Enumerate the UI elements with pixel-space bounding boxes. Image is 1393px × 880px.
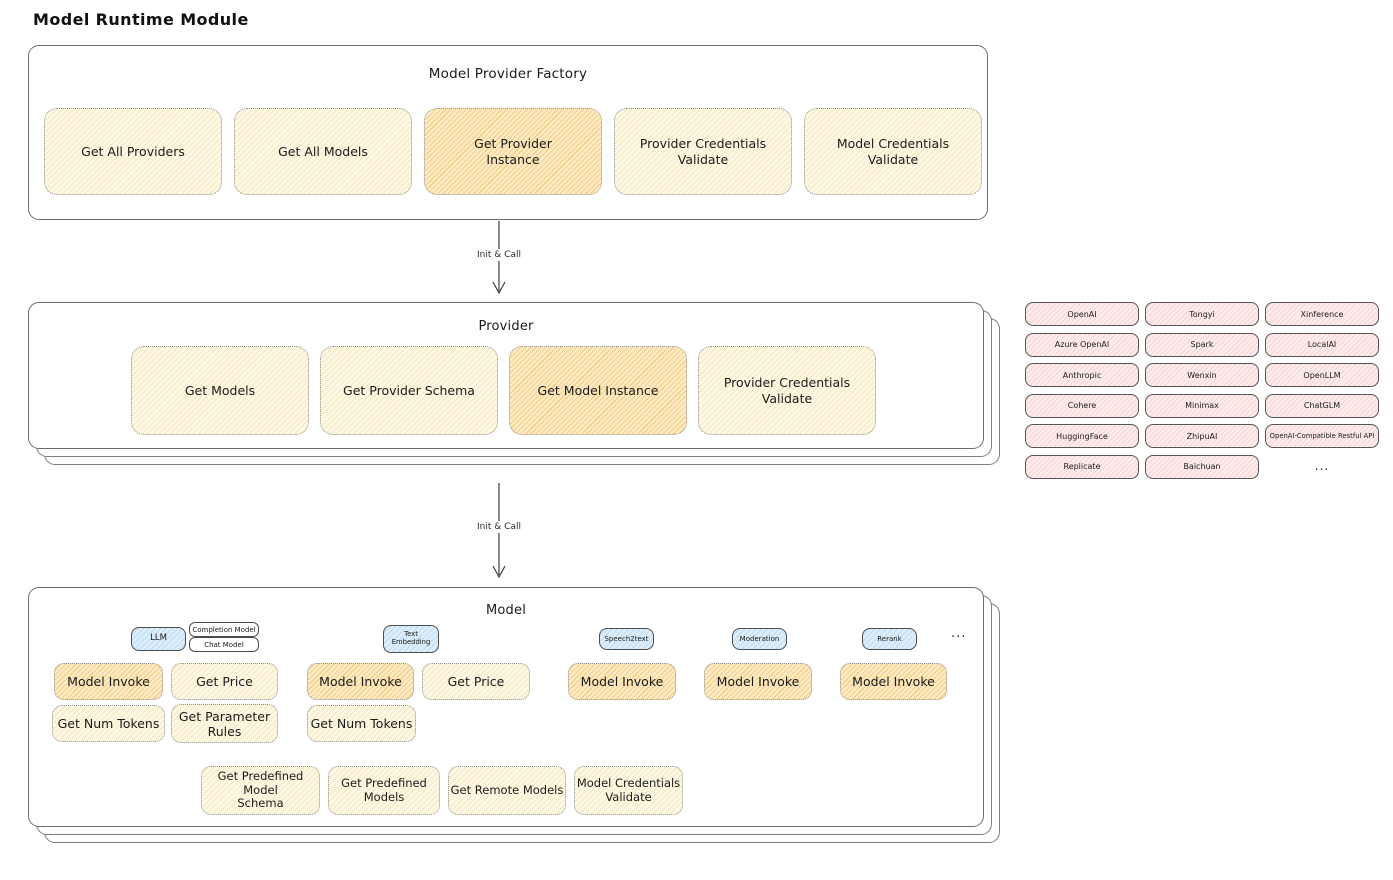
node-embedding-model-invoke: Model Invoke xyxy=(307,663,414,700)
provider-cards-row: Get Models Get Provider Schema Get Model… xyxy=(131,346,876,435)
model-provider-factory-box: Model Provider Factory Get All Providers… xyxy=(28,45,988,220)
provider-pill-openai-compatible: OpenAI-Compatible Restful API xyxy=(1265,424,1379,448)
node-label: Get Provider Schema xyxy=(343,382,475,398)
provider-pill-wenxin: Wenxin xyxy=(1145,363,1259,387)
provider-pill-localai: LocalAI xyxy=(1265,332,1379,357)
tag-llm: LLM xyxy=(131,627,186,651)
node-get-all-providers: Get All Providers xyxy=(44,108,222,195)
page-title: Model Runtime Module xyxy=(33,10,249,29)
arrow-provider-to-model xyxy=(492,483,506,579)
provider-pill-spark: Spark xyxy=(1145,332,1259,357)
arrow1-label: Init & Call xyxy=(453,249,545,261)
node-provider-credentials-validate: Provider Credentials Validate xyxy=(614,108,792,195)
node-get-provider-schema: Get Provider Schema xyxy=(320,346,498,435)
arrow2-label: Init & Call xyxy=(453,521,545,533)
node-label: Get All Models xyxy=(278,143,368,159)
node-model-credentials-validate: Model Credentials Validate xyxy=(804,108,982,195)
provider-pill-minimax: Minimax xyxy=(1145,393,1259,418)
node-llm-model-invoke: Model Invoke xyxy=(54,663,163,700)
tag-rerank: Rerank xyxy=(862,628,917,650)
tag-completion-model: Completion Model xyxy=(189,622,259,637)
tag-speech2text: Speech2text xyxy=(599,628,654,650)
tag-chat-model: Chat Model xyxy=(189,637,259,652)
node-get-predefined-model-schema: Get Predefined Model Schema xyxy=(201,766,320,815)
node-label: Get Models xyxy=(184,382,256,398)
node-llm-get-parameter-rules: Get Parameter Rules xyxy=(171,704,278,743)
provider-pill-cohere: Cohere xyxy=(1025,393,1139,418)
provider-pill-anthropic: Anthropic xyxy=(1025,363,1139,387)
node-label: Get Model Instance xyxy=(537,382,659,398)
node-get-remote-models: Get Remote Models xyxy=(448,766,566,815)
node-moderation-model-invoke: Model Invoke xyxy=(704,663,812,700)
node-llm-get-price: Get Price xyxy=(171,663,278,700)
node-get-predefined-models: Get Predefined Models xyxy=(328,766,440,815)
provider-pill-azure-openai: Azure OpenAI xyxy=(1025,332,1139,357)
node-rerank-model-invoke: Model Invoke xyxy=(840,663,947,700)
provider-pill-replicate: Replicate xyxy=(1025,454,1139,479)
provider-pill-more: ... xyxy=(1314,458,1330,473)
node-get-all-models: Get All Models xyxy=(234,108,412,195)
node-embedding-get-price: Get Price xyxy=(422,663,530,700)
node-get-model-instance: Get Model Instance xyxy=(509,346,687,435)
model-title: Model xyxy=(485,603,527,618)
model-box: Model LLM Completion Model Chat Model Te… xyxy=(28,587,984,827)
provider-title: Provider xyxy=(478,319,534,334)
node-label: Provider Credentials Validate xyxy=(639,135,767,167)
node-label: Model Credentials Validate xyxy=(836,135,950,167)
provider-pill-baichuan: Baichuan xyxy=(1145,454,1259,479)
provider-pill-huggingface: HuggingFace xyxy=(1025,424,1139,448)
model-provider-factory-title: Model Provider Factory xyxy=(428,66,588,82)
node-model-credentials-validate-2: Model Credentials Validate xyxy=(574,766,683,815)
tag-moderation: Moderation xyxy=(732,628,787,650)
node-speech2text-model-invoke: Model Invoke xyxy=(568,663,676,700)
providers-grid: OpenAI Tongyi Xinference Azure OpenAI Sp… xyxy=(1025,302,1379,479)
tag-text-embedding: Text Embedding xyxy=(383,625,439,653)
provider-pill-tongyi: Tongyi xyxy=(1145,302,1259,326)
node-label: Get Provider Instance xyxy=(474,135,552,167)
provider-pill-openllm: OpenLLM xyxy=(1265,363,1379,387)
tag-more-dots: ... xyxy=(951,626,967,641)
provider-box: Provider Get Models Get Provider Schema … xyxy=(28,302,984,449)
provider-pill-xinference: Xinference xyxy=(1265,302,1379,326)
node-label: Get All Providers xyxy=(81,143,185,159)
node-get-provider-instance: Get Provider Instance xyxy=(424,108,602,195)
factory-cards-row: Get All Providers Get All Models Get Pro… xyxy=(44,108,982,195)
node-llm-get-num-tokens: Get Num Tokens xyxy=(52,705,165,742)
node-label: Provider Credentials Validate xyxy=(723,374,851,406)
provider-pill-openai: OpenAI xyxy=(1025,302,1139,326)
node-embedding-get-num-tokens: Get Num Tokens xyxy=(307,705,416,742)
node-provider-credentials-validate-2: Provider Credentials Validate xyxy=(698,346,876,435)
provider-pill-zhipuai: ZhipuAI xyxy=(1145,424,1259,448)
provider-pill-chatglm: ChatGLM xyxy=(1265,393,1379,418)
node-get-models: Get Models xyxy=(131,346,309,435)
